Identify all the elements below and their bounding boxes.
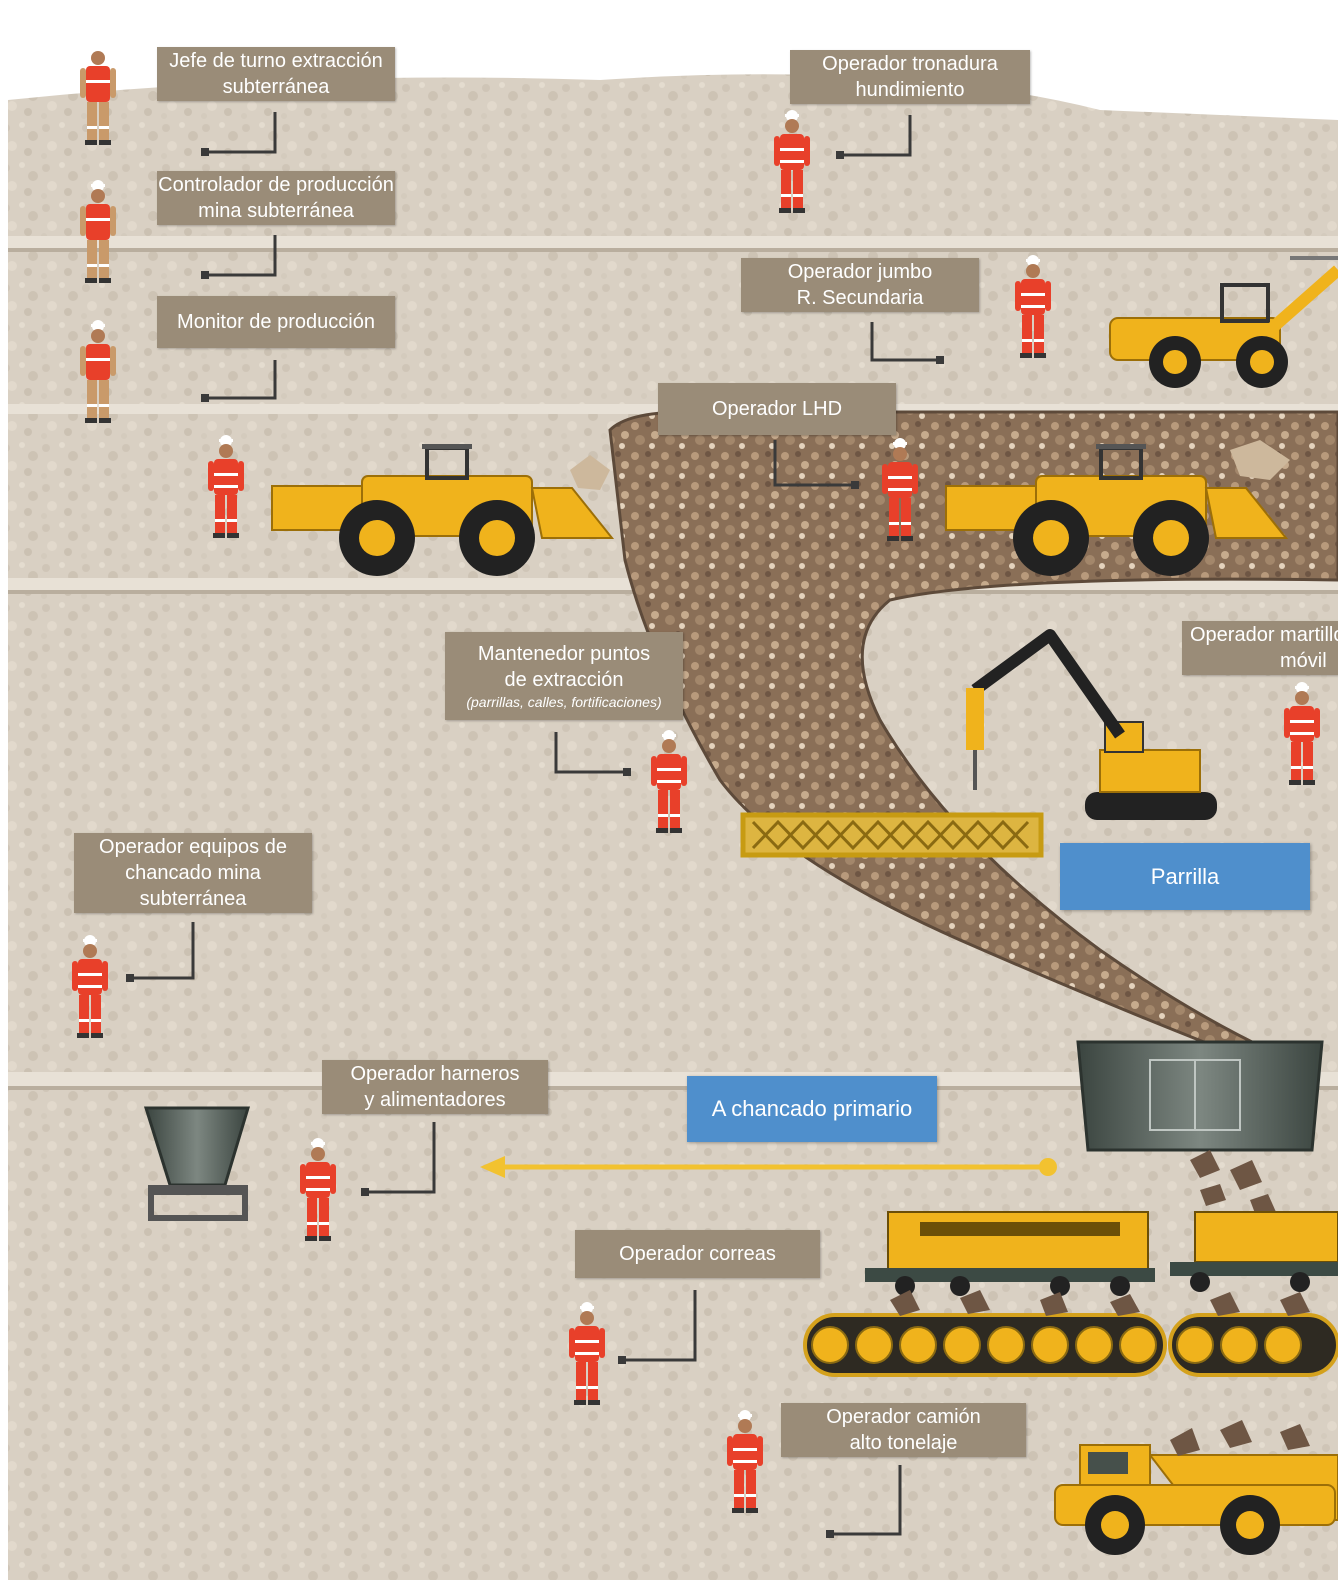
label-line: hundimiento bbox=[856, 77, 965, 103]
label-mantenedor: Mantenedor puntos de extracción (parrill… bbox=[445, 632, 683, 720]
label-lhd: Operador LHD bbox=[658, 383, 896, 435]
label-correas: Operador correas bbox=[575, 1230, 820, 1278]
label-line: de extracción bbox=[505, 667, 624, 693]
label-line: mina subterránea bbox=[198, 198, 354, 224]
label-line: Operador martillo bbox=[1182, 622, 1338, 648]
label-line: Operador correas bbox=[619, 1241, 776, 1267]
label-note: (parrillas, calles, fortificaciones) bbox=[466, 693, 661, 711]
label-line: y alimentadores bbox=[364, 1087, 505, 1113]
label-line: móvil bbox=[1182, 648, 1327, 674]
label-line: Mantenedor puntos bbox=[478, 641, 650, 667]
label-line: Jefe de turno extracción bbox=[169, 48, 382, 74]
label-line: Operador LHD bbox=[712, 396, 842, 422]
label-controlador: Controlador de producción mina subterrán… bbox=[157, 171, 395, 225]
callout-chancado-primario: A chancado primario bbox=[687, 1076, 937, 1142]
label-line: Operador jumbo bbox=[788, 259, 933, 285]
label-tronadura: Operador tronadura hundimiento bbox=[790, 50, 1030, 104]
label-harneros: Operador harneros y alimentadores bbox=[322, 1060, 548, 1114]
hopper-icon bbox=[1078, 1042, 1322, 1150]
label-line: Controlador de producción bbox=[158, 172, 394, 198]
label-line: Monitor de producción bbox=[177, 309, 375, 335]
label-camion: Operador camión alto tonelaje bbox=[781, 1403, 1026, 1457]
label-jefe-turno: Jefe de turno extracción subterránea bbox=[157, 47, 395, 101]
label-line: Operador equipos de bbox=[99, 834, 287, 860]
label-line: chancado mina bbox=[125, 860, 261, 886]
label-line: subterránea bbox=[223, 74, 330, 100]
grizzly-icon bbox=[743, 815, 1041, 855]
label-line: subterránea bbox=[140, 886, 247, 912]
callout-parrilla: Parrilla bbox=[1060, 843, 1310, 910]
label-line: alto tonelaje bbox=[850, 1430, 958, 1456]
label-line: R. Secundaria bbox=[797, 285, 924, 311]
label-jumbo: Operador jumbo R. Secundaria bbox=[741, 258, 979, 312]
label-monitor: Monitor de producción bbox=[157, 296, 395, 348]
label-line: Operador tronadura bbox=[822, 51, 998, 77]
label-line: Operador harneros bbox=[351, 1061, 520, 1087]
label-martillo: Operador martillo móvil bbox=[1182, 621, 1338, 675]
label-line: Operador camión bbox=[826, 1404, 981, 1430]
label-chancado-mina: Operador equipos de chancado mina subter… bbox=[74, 833, 312, 913]
